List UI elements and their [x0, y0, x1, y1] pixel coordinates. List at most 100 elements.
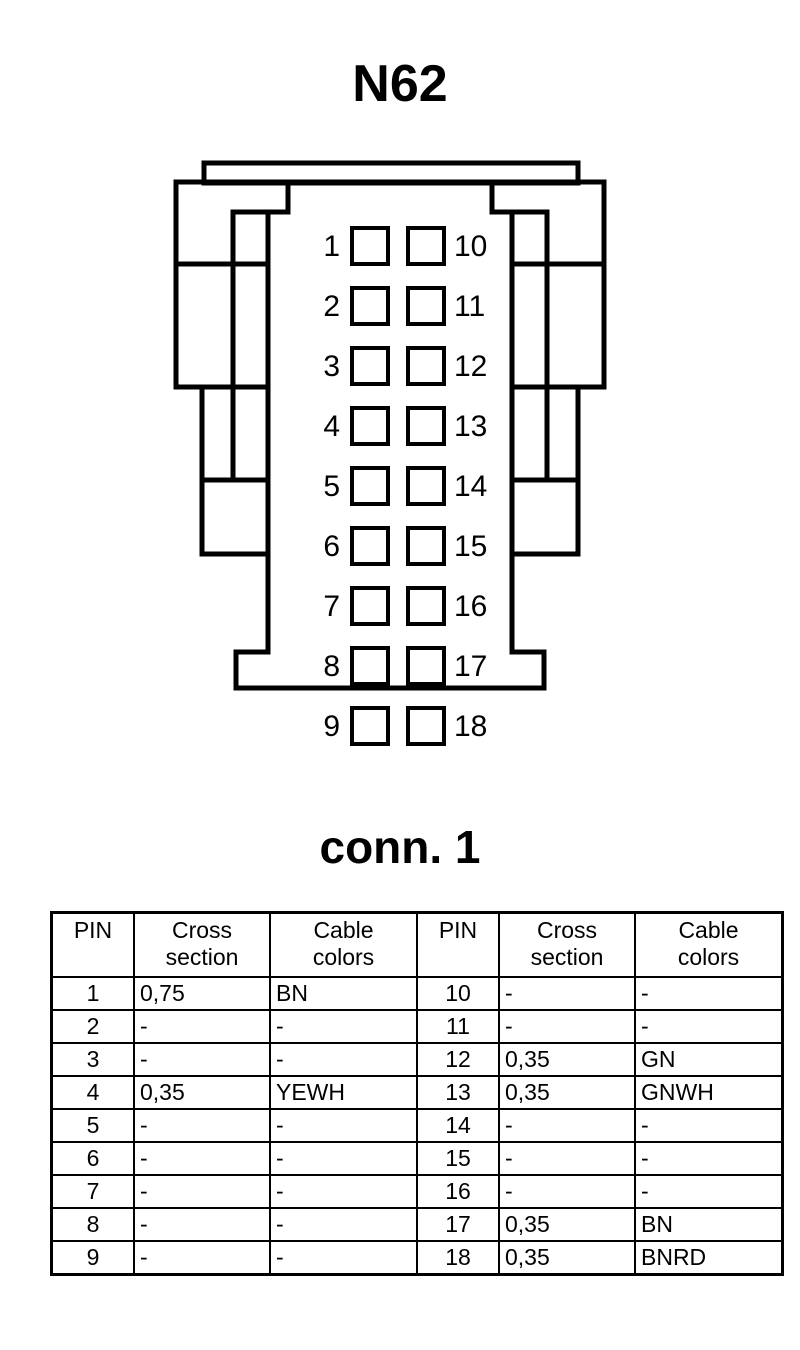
- cell-cross-section-left: -: [133, 1240, 271, 1276]
- pin-label-15: 15: [454, 530, 487, 563]
- connector-right-lower-step: [512, 212, 581, 557]
- cell-pin-right: 12: [416, 1042, 500, 1078]
- header-cable-colors-left: Cable colors: [269, 911, 418, 979]
- cell-pin-left: 6: [50, 1141, 135, 1177]
- cell-pin-left: 1: [50, 976, 135, 1012]
- connector-caption: conn. 1: [319, 821, 481, 873]
- header-cross-line1: Cross: [536, 917, 598, 943]
- cell-pin-left: 5: [50, 1108, 135, 1144]
- pin-socket-7: [350, 586, 390, 626]
- cell-cable-color-left: -: [269, 1240, 418, 1276]
- pin-label-6: 6: [323, 530, 340, 563]
- cell-pin-right: 18: [416, 1240, 500, 1276]
- cell-cross-section-right: 0,35: [498, 1075, 636, 1111]
- header-cross-line2: section: [165, 944, 239, 971]
- pin-label-4: 4: [323, 410, 340, 443]
- cell-pin-left: 7: [50, 1174, 135, 1210]
- cell-pin-left: 2: [50, 1009, 135, 1045]
- cell-cross-section-right: -: [498, 1174, 636, 1210]
- pin-label-7: 7: [323, 590, 340, 623]
- pin-label-12: 12: [454, 350, 487, 383]
- pin-label-11: 11: [454, 290, 485, 323]
- cell-cable-color-right: -: [634, 1174, 784, 1210]
- pin-label-2: 2: [323, 290, 340, 323]
- cell-cross-section-left: -: [133, 1141, 271, 1177]
- cell-cross-section-left: -: [133, 1207, 271, 1243]
- cell-cross-section-right: -: [498, 1009, 636, 1045]
- header-colors-line2: colors: [677, 944, 740, 971]
- header-cross-section-left: Cross section: [133, 911, 271, 979]
- connector-left-inner-tab: [199, 384, 271, 483]
- cell-cross-section-right: -: [498, 1108, 636, 1144]
- table-header-row: PIN Cross section Cable colors PIN Cross…: [50, 911, 784, 979]
- cell-cross-section-right: -: [498, 1141, 636, 1177]
- cell-pin-left: 4: [50, 1075, 135, 1111]
- cell-pin-right: 14: [416, 1108, 500, 1144]
- cell-pin-left: 8: [50, 1207, 135, 1243]
- pin-label-13: 13: [454, 410, 487, 443]
- cell-cable-color-left: -: [269, 1207, 418, 1243]
- pin-socket-1: [350, 226, 390, 266]
- header-cross-line1: Cross: [171, 917, 233, 943]
- cell-pin-right: 11: [416, 1009, 500, 1045]
- cell-cable-color-left: -: [269, 1174, 418, 1210]
- header-cross-line2: section: [530, 944, 604, 971]
- cell-pin-right: 16: [416, 1174, 500, 1210]
- pin-socket-9: [350, 706, 390, 746]
- cell-cable-color-left: BN: [269, 976, 418, 1012]
- page-title: N62: [352, 55, 448, 113]
- header-pin-right: PIN: [416, 911, 500, 979]
- connector-right-inner-tab: [509, 384, 581, 483]
- cell-cable-color-left: -: [269, 1009, 418, 1045]
- cell-cross-section-left: -: [133, 1174, 271, 1210]
- table-row: 6--15--: [50, 1141, 784, 1177]
- header-cross-section-right: Cross section: [498, 911, 636, 979]
- cell-cable-color-left: YEWH: [269, 1075, 418, 1111]
- pin-label-14: 14: [454, 470, 487, 503]
- table-row: 2--11--: [50, 1009, 784, 1045]
- pin-label-16: 16: [454, 590, 487, 623]
- pin-assignment-table: PIN Cross section Cable colors PIN Cross…: [50, 911, 784, 1277]
- connector-right-mid-tab: [509, 261, 607, 390]
- pin-label-3: 3: [323, 350, 340, 383]
- cell-pin-left: 9: [50, 1240, 135, 1276]
- cell-cable-color-right: GN: [634, 1042, 784, 1078]
- connector-left-lower-step: [199, 212, 268, 557]
- cell-cable-color-left: -: [269, 1042, 418, 1078]
- pin-socket-6: [350, 526, 390, 566]
- pin-socket-5: [350, 466, 390, 506]
- cell-cable-color-right: GNWH: [634, 1075, 784, 1111]
- pin-socket-12: [406, 346, 446, 386]
- cell-pin-right: 17: [416, 1207, 500, 1243]
- pin-label-10: 10: [454, 230, 487, 263]
- connector-left-mid-tab: [173, 261, 271, 390]
- pin-socket-10: [406, 226, 446, 266]
- pin-label-5: 5: [323, 470, 340, 503]
- cell-pin-right: 15: [416, 1141, 500, 1177]
- cell-cross-section-right: 0,35: [498, 1042, 636, 1078]
- cell-pin-right: 13: [416, 1075, 500, 1111]
- cell-cable-color-right: -: [634, 976, 784, 1012]
- header-pin-left: PIN: [50, 911, 135, 979]
- pin-socket-18: [406, 706, 446, 746]
- pin-socket-16: [406, 586, 446, 626]
- pin-socket-3: [350, 346, 390, 386]
- cell-cable-color-right: BNRD: [634, 1240, 784, 1276]
- pin-socket-8: [350, 646, 390, 686]
- cell-cross-section-right: -: [498, 976, 636, 1012]
- header-colors-line2: colors: [312, 944, 375, 971]
- cell-cross-section-left: -: [133, 1042, 271, 1078]
- header-cable-colors-right: Cable colors: [634, 911, 784, 979]
- pin-socket-11: [406, 286, 446, 326]
- cell-cross-section-right: 0,35: [498, 1240, 636, 1276]
- cell-cable-color-right: -: [634, 1108, 784, 1144]
- cell-cable-color-right: -: [634, 1141, 784, 1177]
- pin-socket-17: [406, 646, 446, 686]
- pin-label-17: 17: [454, 650, 487, 683]
